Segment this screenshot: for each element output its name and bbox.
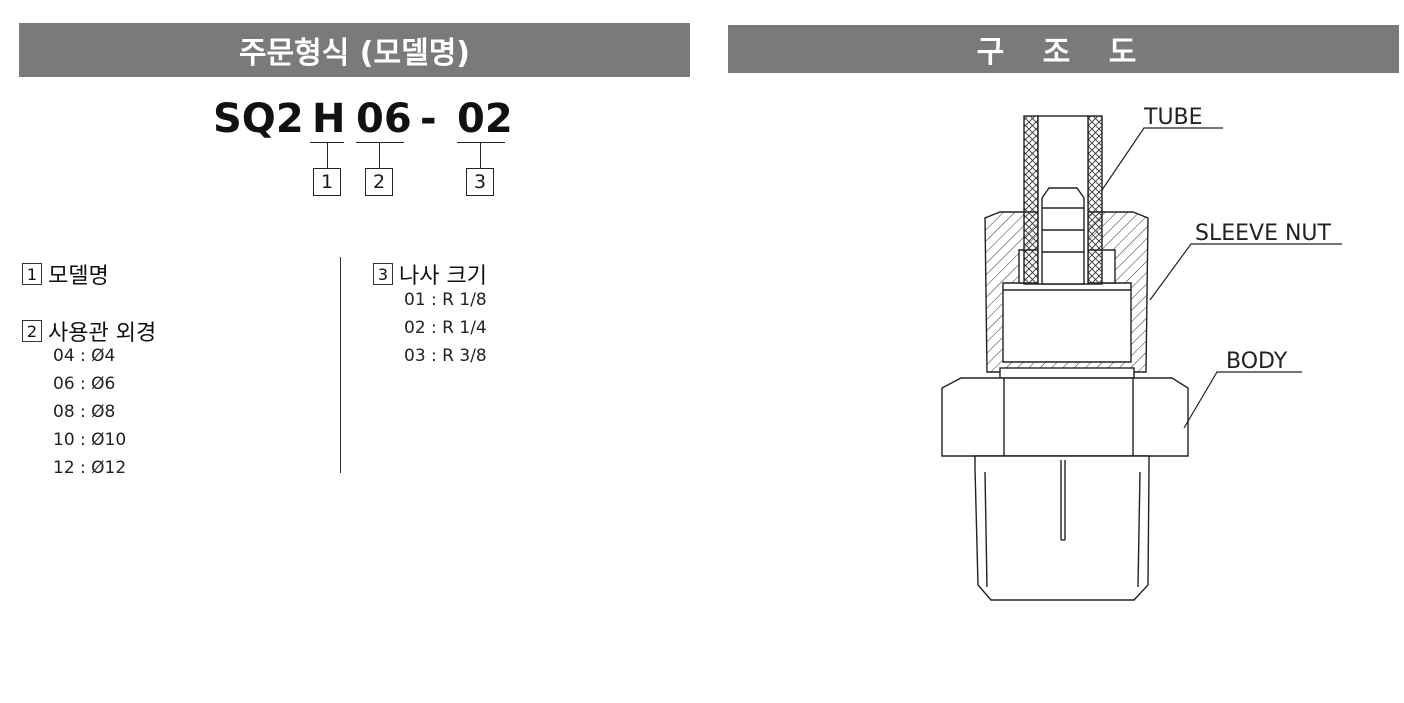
code-marker-2: 2 (365, 168, 393, 196)
option-item: 08 : Ø8 (53, 402, 116, 422)
option-item: 03 : R 3/8 (404, 346, 487, 366)
code-connector-3 (480, 142, 481, 168)
code-underline-2 (356, 142, 404, 143)
option-item: 01 : R 1/8 (404, 290, 487, 310)
section-title: 모델명 (48, 264, 109, 289)
tube-shape (1023, 115, 1103, 285)
code-tube-size: 06 (356, 96, 412, 142)
code-connector-1 (327, 142, 328, 168)
section-number-box: 1 (22, 263, 42, 285)
option-item: 12 : Ø12 (53, 458, 127, 478)
code-marker-3: 3 (466, 168, 494, 196)
tube-leader-line (1101, 127, 1223, 191)
body-label: BODY (1226, 349, 1288, 374)
section-divider (340, 257, 341, 473)
structure-diagram-header: 구 조 도 (728, 25, 1399, 73)
section-tube-od: 2 사용관 외경 (22, 315, 156, 347)
section-number-box: 3 (373, 263, 393, 285)
order-format-header: 주문형식 (모델명) (19, 23, 690, 77)
sleeve-nut-leader-line (1149, 243, 1342, 301)
code-model: H (312, 96, 346, 142)
section-number-box: 2 (22, 320, 42, 342)
option-item: 04 : Ø4 (53, 346, 116, 366)
tube-label: TUBE (1143, 105, 1203, 130)
option-item: 06 : Ø6 (53, 374, 116, 394)
option-item: 02 : R 1/4 (404, 318, 487, 338)
section-title: 나사 크기 (399, 264, 487, 289)
section-title: 사용관 외경 (48, 321, 157, 346)
code-series: SQ2 (213, 96, 304, 142)
body-leader-line (1183, 371, 1302, 429)
order-format-title: 주문형식 (모델명) (238, 36, 471, 71)
code-dash: - (420, 96, 437, 142)
code-underline-3 (457, 142, 505, 143)
section-model-name: 1 모델명 (22, 258, 109, 290)
code-marker-1: 1 (313, 168, 341, 196)
body-shape (941, 367, 1189, 601)
option-item: 10 : Ø10 (53, 430, 127, 450)
fitting-cross-section: TUBE SLEEVE NUT BODY (941, 105, 1342, 601)
sleeve-nut-label: SLEEVE NUT (1195, 221, 1332, 246)
code-connector-2 (379, 142, 380, 168)
structure-diagram-title: 구 조 도 (976, 35, 1151, 70)
code-thread-size: 02 (457, 96, 513, 142)
section-thread-size: 3 나사 크기 (373, 258, 487, 290)
